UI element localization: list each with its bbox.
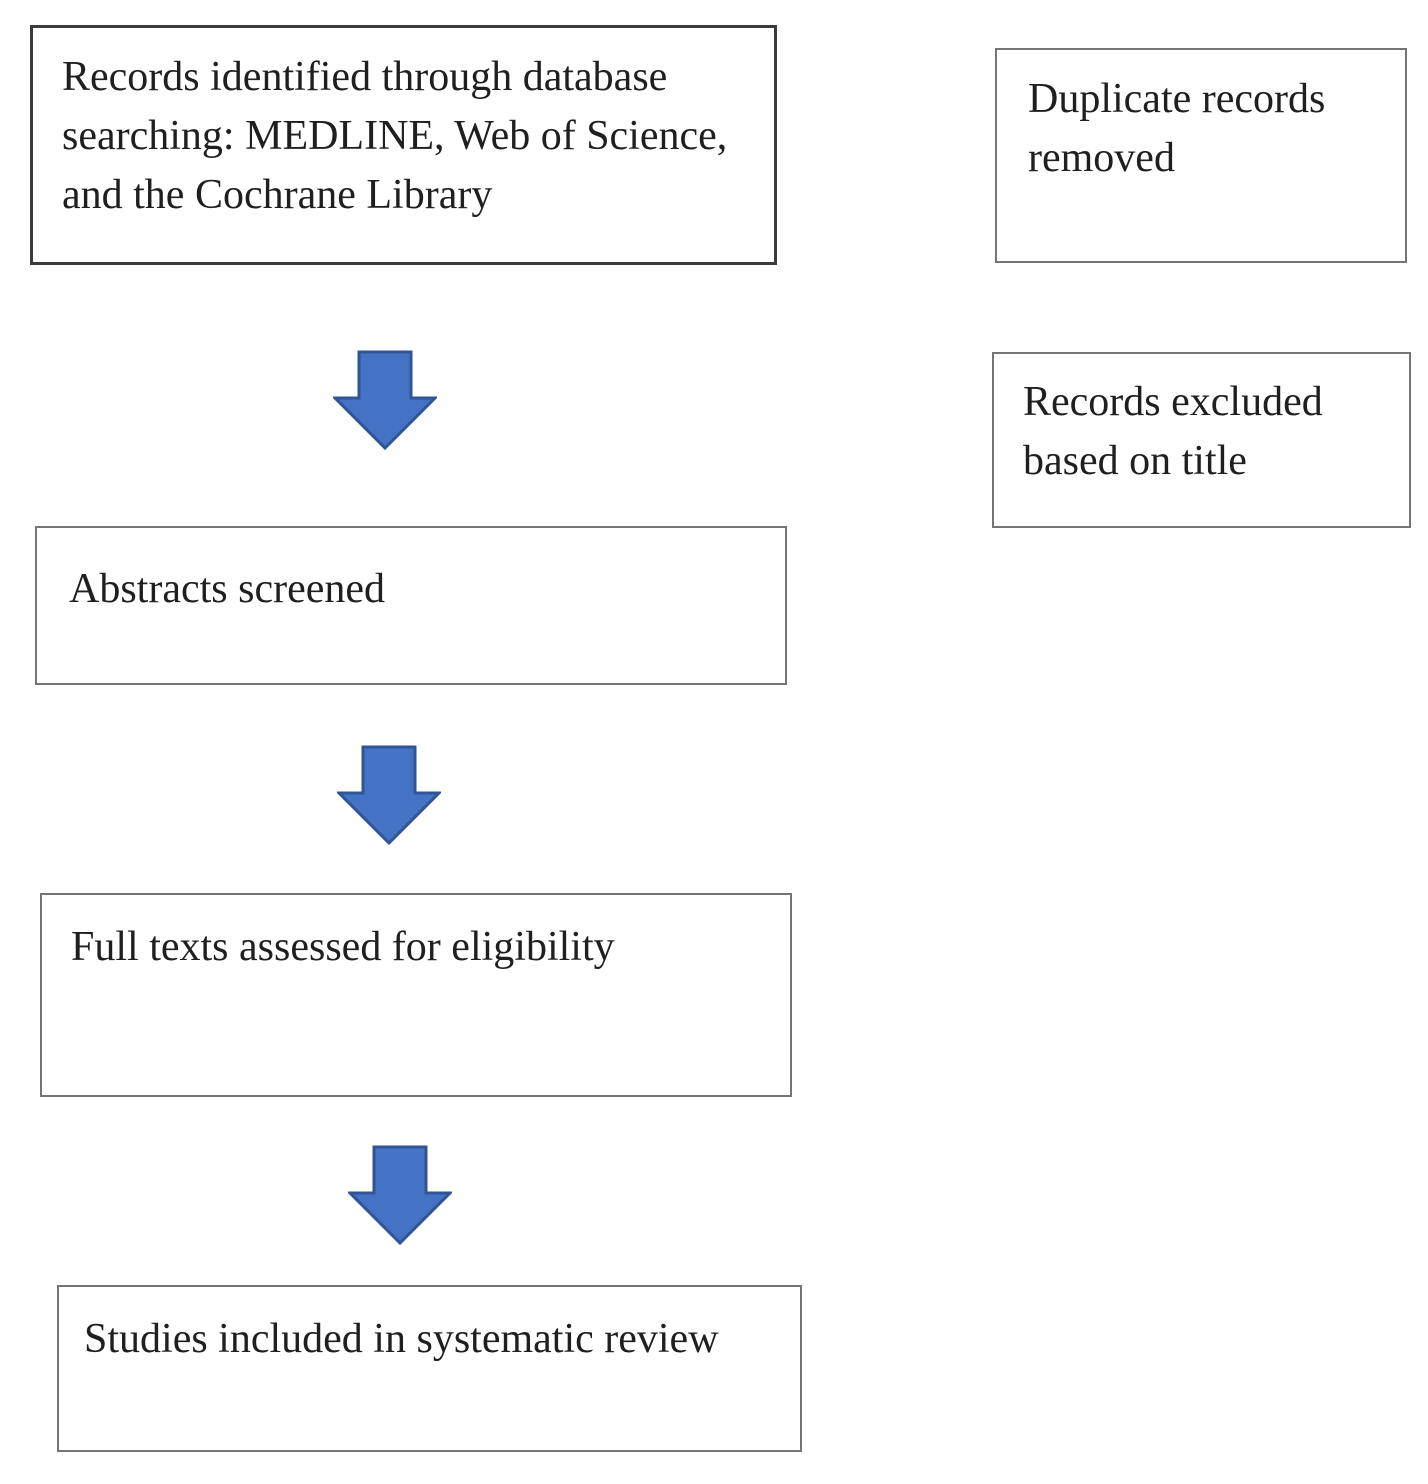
- flow-box-text-line: based on title: [1023, 438, 1247, 484]
- flow-box-text-line: Studies included in systematic review: [84, 1316, 719, 1362]
- flow-box-abstracts-screened: Abstracts screened: [35, 526, 787, 685]
- flow-box-duplicate-records-removed: Duplicate records removed: [995, 48, 1407, 263]
- flow-box-text-line: searching: MEDLINE, Web of Science,: [62, 113, 728, 159]
- flow-box-text-line: Duplicate records: [1028, 76, 1326, 122]
- down-arrow-shape: [337, 745, 441, 845]
- flow-box-records-excluded-title: Records excluded based on title: [992, 352, 1411, 528]
- flow-box-text-line: and the Cochrane Library: [62, 172, 493, 218]
- flow-box-text-line: Records excluded: [1023, 379, 1323, 425]
- flow-box-text-line: Records identified through database: [62, 54, 668, 100]
- flow-box-text-line: removed: [1028, 135, 1175, 181]
- flow-box-text-line: Full texts assessed for eligibility: [71, 924, 615, 970]
- down-arrow-icon: [337, 745, 441, 845]
- down-arrow-icon: [348, 1145, 452, 1245]
- flow-box-records-identified: Records identified through database sear…: [30, 25, 777, 265]
- flow-box-studies-included: Studies included in systematic review: [57, 1285, 802, 1452]
- flow-box-full-texts-assessed: Full texts assessed for eligibility: [40, 893, 792, 1097]
- flow-box-text-line: Abstracts screened: [69, 566, 386, 612]
- down-arrow-shape: [333, 350, 437, 450]
- down-arrow-shape: [348, 1145, 452, 1245]
- down-arrow-icon: [333, 350, 437, 450]
